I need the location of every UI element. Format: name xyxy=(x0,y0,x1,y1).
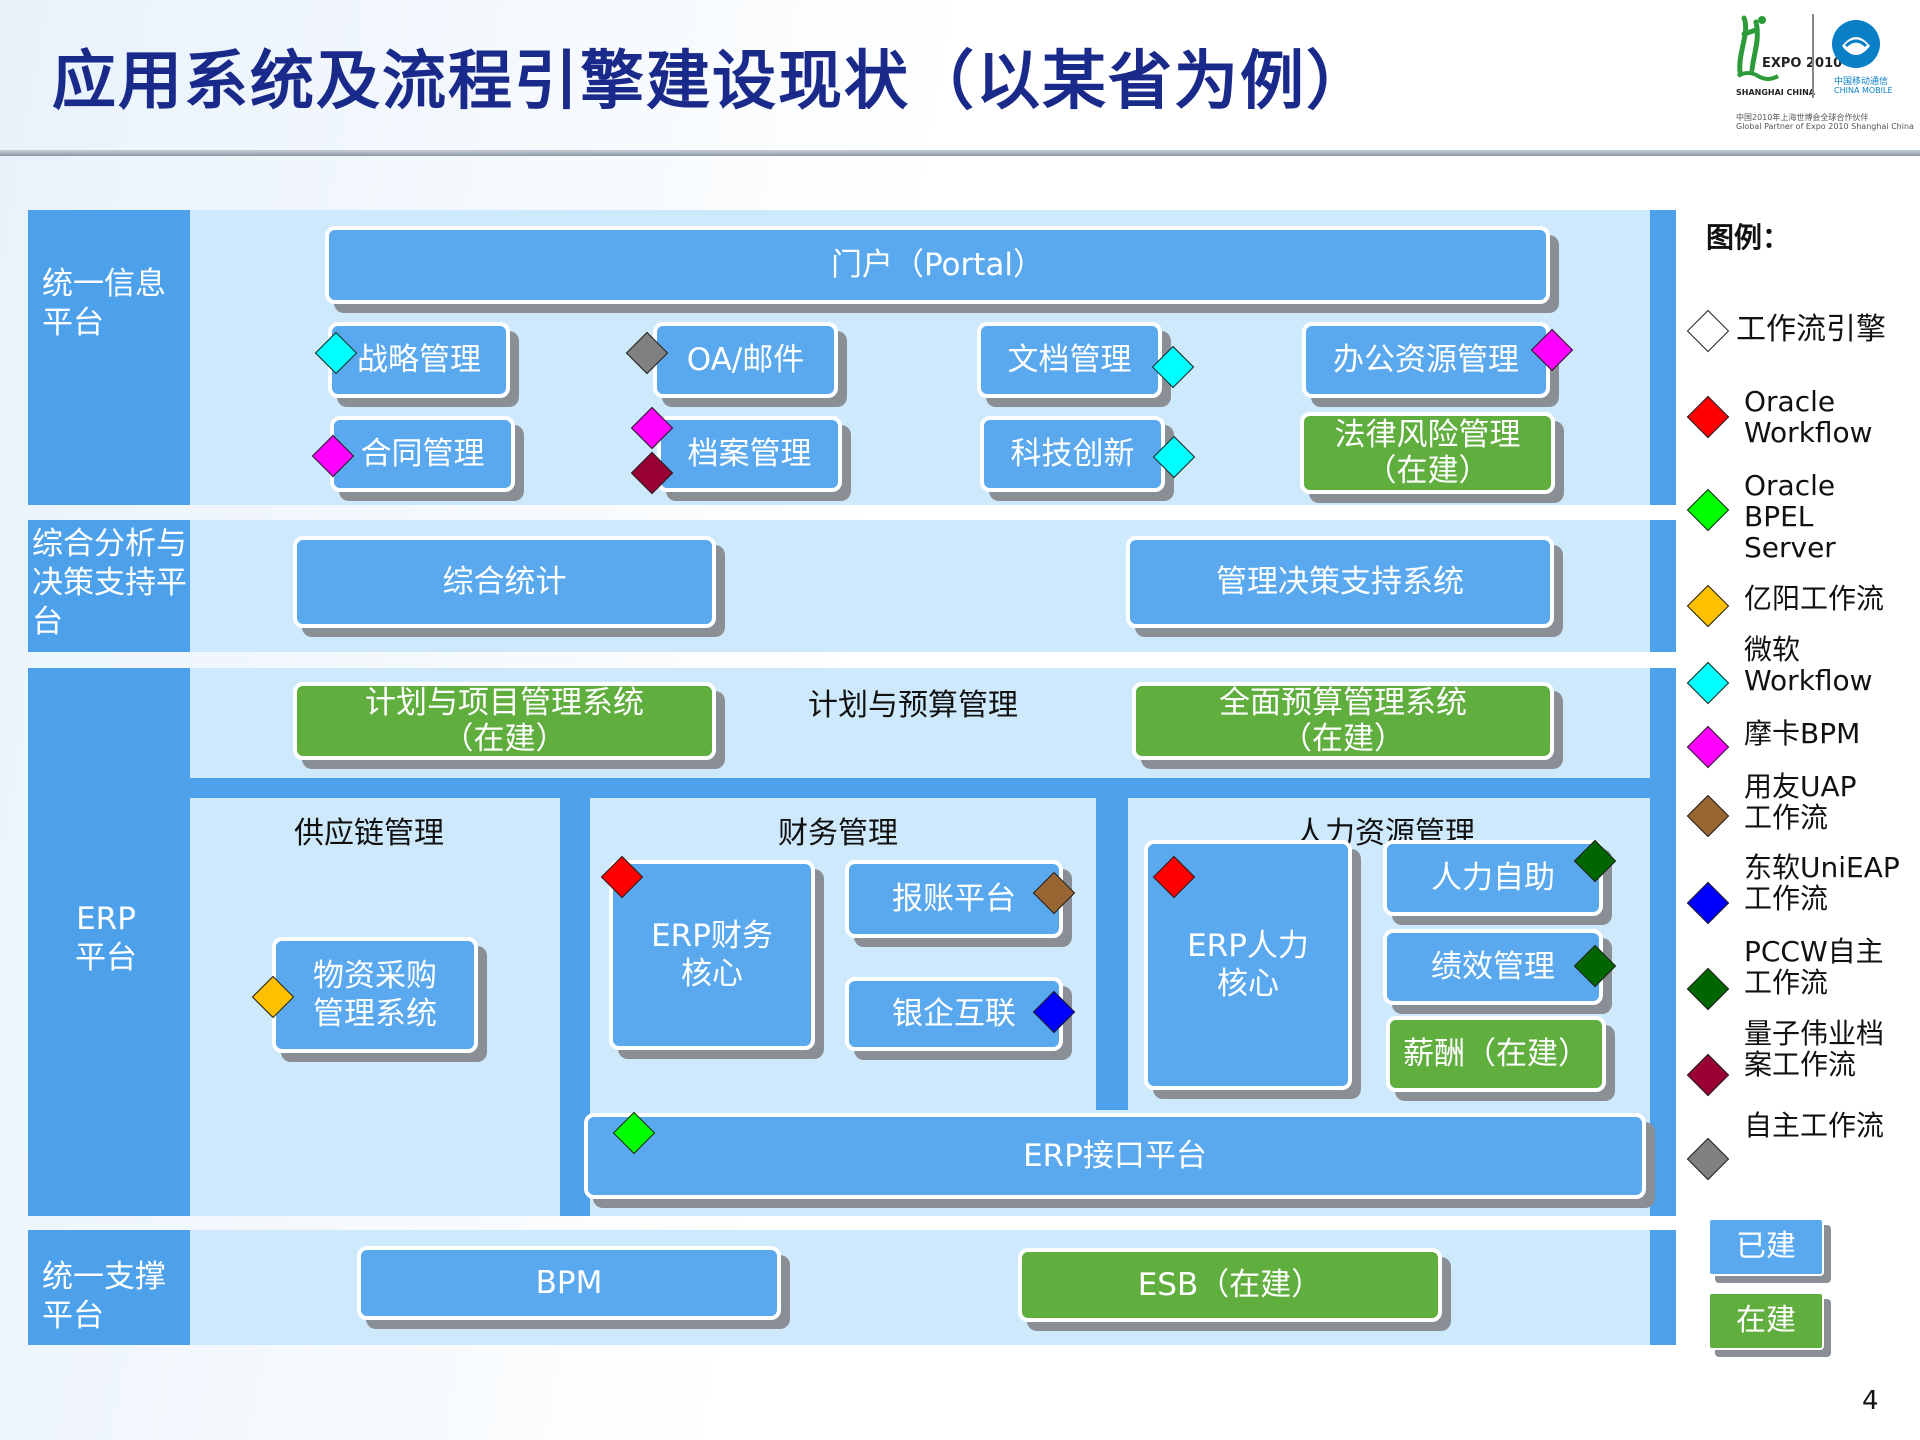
strategy-box[interactable]: 战略管理 xyxy=(328,322,510,398)
china-mobile-logo-en: CHINA MOBILE xyxy=(1834,86,1893,95)
expense-platform-box[interactable]: 报账平台 xyxy=(845,860,1063,938)
comprehensive-stats-box[interactable]: 综合统计 xyxy=(293,536,716,628)
layer-erp-band xyxy=(28,668,190,1216)
salary-box[interactable]: 薪酬（在建） xyxy=(1386,1016,1606,1092)
budget-system-label: 全面预算管理系统 xyxy=(1219,685,1467,721)
portal-box[interactable]: 门户（Portal） xyxy=(325,226,1550,304)
legend-label-yonyou-uap: 用友UAP工作流 xyxy=(1744,770,1857,834)
plan-project-status: （在建） xyxy=(442,721,567,757)
erp-interface-box[interactable]: ERP接口平台 xyxy=(584,1113,1646,1199)
archive-box[interactable]: 档案管理 xyxy=(657,416,842,492)
china-mobile-logo-icon xyxy=(1832,20,1880,68)
layer-label-info: 统一信息平台 xyxy=(42,266,166,341)
china-mobile-logo-text: 中国移动通信 xyxy=(1834,77,1889,87)
document-box[interactable]: 文档管理 xyxy=(977,322,1162,398)
legal-risk-label: 法律风险管理 xyxy=(1334,417,1521,453)
right-band-support xyxy=(1650,1230,1676,1345)
expo-logo-text: EXPO 2010 xyxy=(1762,56,1843,71)
layer-label-analysis: 综合分析与决策支持平台 xyxy=(32,526,187,640)
erp-divider-band xyxy=(190,778,1650,798)
right-band-info xyxy=(1650,210,1676,505)
layer-label-support: 统一支撑平台 xyxy=(42,1259,166,1334)
plan-project-box[interactable]: 计划与项目管理系统 （在建） xyxy=(293,682,716,760)
legend-label-oracle-workflow: Oracle Workflow xyxy=(1744,385,1873,449)
bank-link-box[interactable]: 银企互联 xyxy=(845,977,1063,1051)
hr-self-service-box[interactable]: 人力自助 xyxy=(1383,840,1603,916)
layer-info-band xyxy=(28,210,190,505)
legend-neusoft-unieap-icon xyxy=(1686,881,1730,925)
layer-analysis-band xyxy=(28,520,190,652)
legend-ms-workflow-icon xyxy=(1686,661,1730,705)
budget-section-title: 计划与预算管理 xyxy=(808,688,1018,723)
legend-yiyang-icon xyxy=(1686,584,1730,628)
legend-building-swatch: 在建 xyxy=(1708,1292,1824,1350)
logo-partner-line-cn: 中国2010年上海世博会全球合作伙伴 xyxy=(1736,113,1869,122)
legend-quantum-archive-icon xyxy=(1686,1053,1730,1097)
material-purchase-box[interactable]: 物资采购 管理系统 xyxy=(272,937,478,1053)
legend-workflow-engine-icon xyxy=(1686,309,1730,353)
legend-self-workflow-icon xyxy=(1686,1137,1730,1181)
legend-pccw-icon xyxy=(1686,967,1730,1011)
legend-label-self-workflow: 自主工作流 xyxy=(1744,1109,1885,1142)
logo-separator xyxy=(1812,14,1814,98)
erp-finance-core-label-2: 核心 xyxy=(681,956,743,992)
performance-box[interactable]: 绩效管理 xyxy=(1383,929,1603,1005)
esb-box[interactable]: ESB（在建） xyxy=(1018,1248,1442,1322)
legend-label-pccw: PCCW自主工作流 xyxy=(1744,935,1884,999)
layer-support-band xyxy=(28,1230,190,1345)
legend-title: 图例： xyxy=(1706,221,1791,254)
contract-box[interactable]: 合同管理 xyxy=(330,416,515,492)
erp-finance-core-box[interactable]: ERP财务 核心 xyxy=(609,860,815,1050)
expo-logo-icon xyxy=(1736,15,1780,81)
legal-risk-status: （在建） xyxy=(1365,453,1490,489)
legend-label-quantum-archive: 量子伟业档案工作流 xyxy=(1744,1017,1885,1081)
legend-label-oracle-bpel: Oracle BPEL Server xyxy=(1744,469,1836,564)
legend-oracle-bpel-icon xyxy=(1686,488,1730,532)
material-purchase-label-1: 物资采购 xyxy=(313,958,437,994)
legend-built-swatch: 已建 xyxy=(1708,1218,1824,1276)
legend-oracle-workflow-icon xyxy=(1686,395,1730,439)
layer-label-erp: ERP平台 xyxy=(75,901,137,976)
title-divider xyxy=(0,150,1920,156)
decision-support-box[interactable]: 管理决策支持系统 xyxy=(1126,536,1554,628)
finance-section-title: 财务管理 xyxy=(778,816,898,851)
supply-section-title: 供应链管理 xyxy=(294,816,444,851)
budget-system-status: （在建） xyxy=(1281,721,1405,757)
erp-gap-band-2 xyxy=(1096,798,1128,1110)
bpm-box[interactable]: BPM xyxy=(357,1246,781,1320)
right-band-erp xyxy=(1650,668,1676,1216)
expo-logo-subtext: SHANGHAI CHINA xyxy=(1736,88,1815,97)
oa-box[interactable]: OA/邮件 xyxy=(653,322,838,398)
tech-innovation-box[interactable]: 科技创新 xyxy=(980,416,1165,492)
legend-label-neusoft-unieap: 东软UniEAP工作流 xyxy=(1744,851,1900,915)
material-purchase-label-2: 管理系统 xyxy=(313,996,437,1032)
legend-label-moka-bpm: 摩卡BPM xyxy=(1744,717,1861,750)
page-number: 4 xyxy=(1862,1386,1879,1416)
plan-project-label: 计划与项目管理系统 xyxy=(365,685,644,721)
erp-hr-core-label-1: ERP人力 xyxy=(1187,928,1309,964)
legend-moka-bpm-icon xyxy=(1686,725,1730,769)
legend-label-yiyang: 亿阳工作流 xyxy=(1744,582,1885,615)
office-resource-box[interactable]: 办公资源管理 xyxy=(1302,322,1550,398)
budget-system-box[interactable]: 全面预算管理系统 （在建） xyxy=(1132,682,1554,760)
legend-yonyou-uap-icon xyxy=(1686,794,1730,838)
legal-risk-box[interactable]: 法律风险管理 （在建） xyxy=(1300,412,1555,494)
legend-label-workflow-engine: 工作流引擎 xyxy=(1736,312,1886,347)
logo-partner-line-en: Global Partner of Expo 2010 Shanghai Chi… xyxy=(1736,122,1914,131)
erp-hr-core-label-2: 核心 xyxy=(1217,966,1279,1002)
legend-label-ms-workflow: 微软 Workflow xyxy=(1744,633,1873,697)
page-title: 应用系统及流程引擎建设现状（以某省为例） xyxy=(52,45,1372,119)
right-band-analysis xyxy=(1650,520,1676,652)
erp-finance-core-label-1: ERP财务 xyxy=(651,918,773,954)
